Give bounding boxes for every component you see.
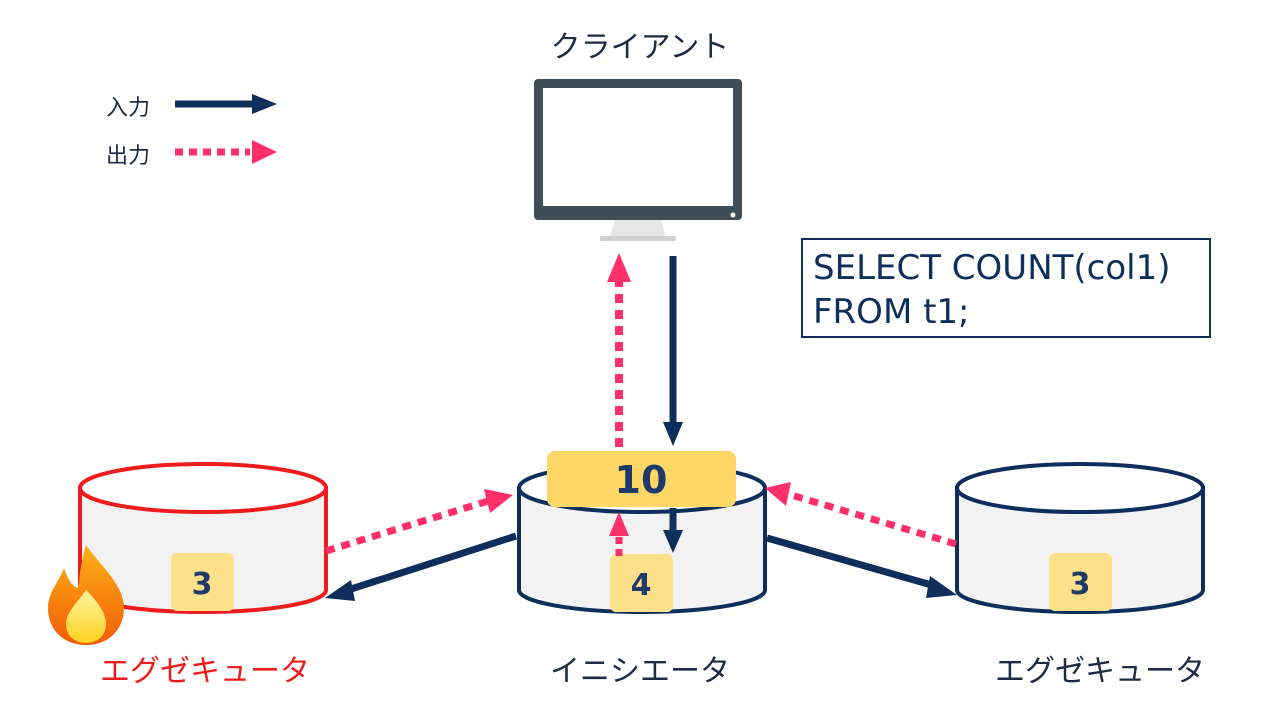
initiator-local-input-arrow [663, 508, 683, 553]
input-arrow-initiator-to-left [325, 532, 518, 601]
query-line-1: SELECT COUNT(col1) [813, 248, 1171, 288]
query-line-2: FROM t1; [813, 292, 970, 332]
output-arrow-right-to-initiator [765, 482, 957, 548]
output-arrow-to-client [607, 253, 631, 447]
client-monitor-icon [534, 79, 742, 241]
legend-output-arrow [175, 140, 277, 164]
executor-left-count-badge [171, 553, 234, 611]
executor-right-count-badge [1049, 553, 1112, 611]
legend-input-label: 入力 [106, 96, 151, 121]
initiator-total-value: 10 [615, 458, 668, 502]
executor-left-label: エグゼキュータ [100, 654, 310, 689]
executor-right-label: エグゼキュータ [995, 654, 1205, 689]
executor-right-disk [955, 462, 1205, 614]
input-arrow-from-client [663, 256, 683, 446]
executor-right-count: 3 [1070, 567, 1091, 602]
legend-output-label: 出力 [106, 144, 151, 169]
input-arrow-initiator-to-right [766, 534, 957, 598]
fire-icon [48, 545, 124, 645]
initiator-label: イニシエータ [550, 654, 730, 689]
legend-input-arrow [175, 94, 277, 114]
output-arrow-left-to-initiator [324, 489, 513, 555]
legend [175, 94, 277, 164]
initiator-local-count-badge [610, 554, 673, 612]
executor-left-count: 3 [192, 567, 213, 602]
query-box: SELECT COUNT(col1) FROM t1; [801, 238, 1211, 338]
initiator-total-badge [547, 451, 736, 507]
initiator-local-count: 4 [631, 568, 652, 603]
client-label: クライアント [550, 30, 730, 65]
initiator-local-output-arrow [609, 512, 629, 556]
